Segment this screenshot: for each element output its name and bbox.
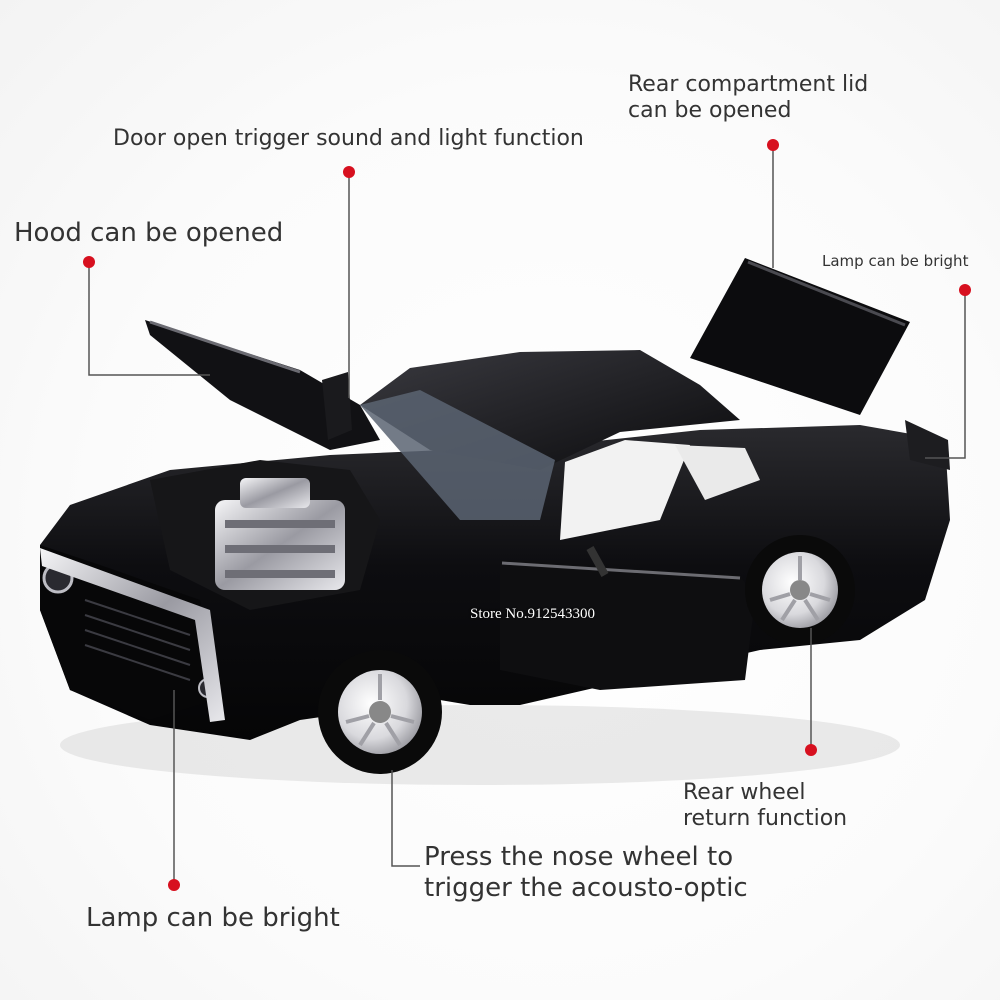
chrome-engine — [215, 478, 345, 590]
open-trunk-lid — [690, 258, 910, 415]
rear-lid-label-line1: Rear compartment lid — [628, 72, 869, 97]
rear-lid-label-line2: can be opened — [628, 98, 792, 124]
rear-wheel-label: Rear wheel return function — [683, 780, 847, 833]
rear-lid-marker — [767, 139, 779, 151]
nose-wheel-label-line1: Press the nose wheel to — [424, 842, 734, 872]
rear-lamp-marker — [959, 284, 971, 296]
nose-wheel-label-line2: trigger the acousto-optic — [424, 873, 748, 904]
door-marker — [343, 166, 355, 178]
rear-wheel-label-line2: return function — [683, 806, 848, 832]
side-window — [560, 440, 690, 540]
rear-wheel — [745, 535, 855, 645]
rear-lamp-label: Lamp can be bright — [822, 252, 969, 270]
front-bumper — [40, 548, 225, 722]
front-wheel — [318, 650, 442, 774]
door-label: Door open trigger sound and light functi… — [113, 126, 584, 151]
store-watermark: Store No.912543300 — [470, 606, 595, 622]
front-lamp-label: Lamp can be bright — [86, 903, 340, 933]
windshield — [360, 390, 555, 520]
grille-bars — [84, 599, 191, 681]
front-grille — [40, 545, 215, 720]
rear-lid-label: Rear compartment lid can be opened — [628, 72, 868, 125]
rear-wheel-label-line1: Rear wheel — [683, 780, 806, 805]
nose-wheel-label: Press the nose wheel to trigger the acou… — [424, 842, 748, 904]
rear-side-window — [675, 445, 760, 500]
open-hood — [145, 320, 380, 450]
rear-wheel-marker — [805, 744, 817, 756]
leader-lines — [88, 145, 966, 885]
hood-marker — [83, 256, 95, 268]
far-door — [322, 372, 352, 440]
open-door — [500, 560, 755, 690]
hood-label: Hood can be opened — [14, 218, 284, 248]
front-lamp-marker — [168, 879, 180, 891]
